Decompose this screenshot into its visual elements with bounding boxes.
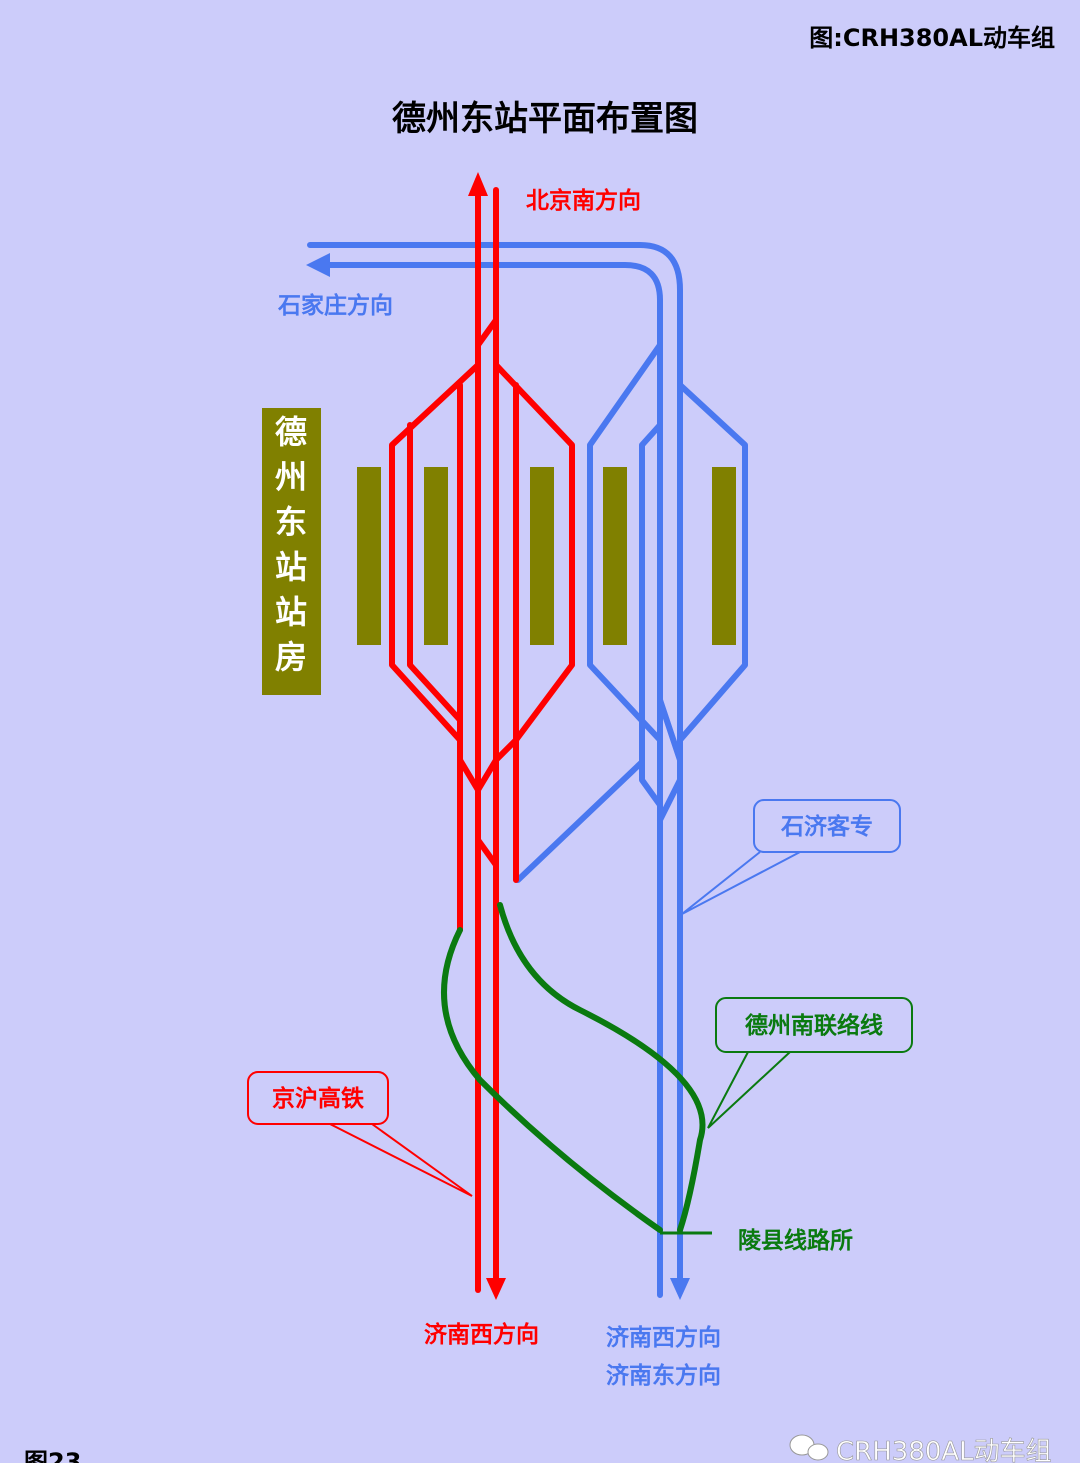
- callout-jinghu-text: 京沪高铁: [272, 1085, 364, 1112]
- jinghu-south-arrow-icon: [486, 1278, 506, 1300]
- callout-dezhou-link: 德州南联络线: [707, 997, 913, 1129]
- dezhou-link-track-1: [441, 927, 663, 1233]
- callout-shiji-pointer: [681, 851, 801, 915]
- jinghu-north-arrow-icon: [468, 172, 488, 196]
- building-char-4: 站: [275, 548, 307, 586]
- watermark-text: CRH380AL动车组: [836, 1437, 1052, 1463]
- shiji-station-inner-left: [639, 422, 663, 808]
- shiji-station-outer-right: [677, 382, 748, 743]
- diagram-title: 德州东站平面布置图: [392, 99, 698, 139]
- dir-beijing-south: 北京南方向: [526, 187, 641, 214]
- callout-dezhou-link-box: [715, 997, 913, 1053]
- dir-jinan-west-blue: 济南西方向: [606, 1324, 721, 1351]
- shiji-line-group: [306, 242, 748, 1298]
- dir-jinan-east-blue: 济南东方向: [606, 1362, 721, 1389]
- wechat-icon: [789, 1434, 829, 1461]
- jinghu-station-inner-left-2: [407, 422, 463, 723]
- callout-dezhou-link-text: 德州南联络线: [745, 1012, 883, 1039]
- shiji-track-inner: [306, 253, 663, 1298]
- building-char-5: 站: [275, 593, 307, 631]
- dir-shijiazhuang: 石家庄方向: [277, 292, 393, 319]
- jinghu-crossover-b: [475, 837, 499, 868]
- platforms-group: [357, 467, 736, 645]
- figure-label: 图23: [24, 1448, 81, 1463]
- callout-jinghu: 京沪高铁: [247, 1071, 473, 1197]
- shiji-connector: [515, 759, 645, 883]
- station-building-label: 德 州 东 站 站 房: [275, 413, 307, 676]
- jinghu-crossover-a: [457, 737, 519, 793]
- building-char-2: 州: [275, 458, 307, 496]
- shiji-crossover-1: [657, 697, 683, 763]
- shiji-station-outer-left: [587, 342, 663, 743]
- station-building: [262, 408, 321, 695]
- watermark: CRH380AL动车组: [789, 1434, 1052, 1463]
- callout-shiji-text: 石济客专: [780, 813, 873, 840]
- jinghu-line-group: [389, 177, 575, 1293]
- shiji-south-arrow-icon: [670, 1278, 690, 1300]
- callout-jinghu-pointer: [329, 1123, 473, 1197]
- platform-2: [424, 467, 448, 645]
- dezhou-link-track-2: [497, 902, 706, 1233]
- dir-jinan-west-red: 济南西方向: [424, 1321, 539, 1348]
- callout-jinghu-box: [247, 1071, 389, 1125]
- shiji-track-outer: [307, 242, 683, 1288]
- shiji-crossover-2: [657, 777, 683, 823]
- jinghu-station-left: [389, 362, 481, 933]
- building-char-1: 德: [275, 413, 307, 451]
- jinghu-crossover-top: [475, 317, 499, 348]
- jinghu-station-right: [493, 362, 575, 883]
- building-char-3: 东: [275, 503, 307, 541]
- platform-1: [357, 467, 381, 645]
- lingxian-label: 陵县线路所: [738, 1227, 853, 1254]
- callout-dezhou-link-pointer: [707, 1051, 791, 1129]
- callout-shiji: 石济客专: [681, 799, 901, 915]
- credit-text: 图:CRH380AL动车组: [809, 24, 1055, 52]
- platform-3: [530, 467, 554, 645]
- dezhou-link-line-group: [441, 902, 706, 1233]
- building-char-6: 房: [275, 638, 307, 676]
- callout-shiji-box: [753, 799, 901, 853]
- platform-4: [603, 467, 627, 645]
- platform-5: [712, 467, 736, 645]
